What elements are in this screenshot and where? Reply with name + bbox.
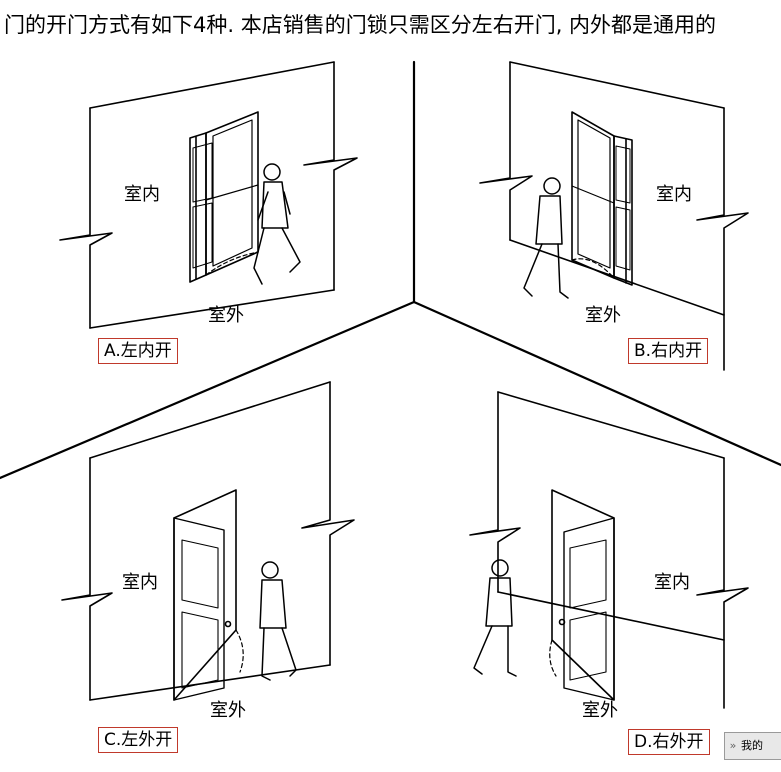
panel-c-outdoor-label: 室外 bbox=[210, 700, 246, 722]
person-b bbox=[524, 178, 568, 298]
panel-d-outdoor-label: 室外 bbox=[582, 700, 618, 722]
panel-b-indoor-label: 室内 bbox=[656, 184, 692, 206]
panel-d-indoor-label: 室内 bbox=[654, 572, 690, 594]
double-chevron-icon[interactable]: » bbox=[725, 733, 741, 759]
panel-b-caption: B.右内开 bbox=[628, 338, 708, 364]
person-d bbox=[474, 560, 516, 676]
corner-floating-tab[interactable]: »我的 bbox=[724, 732, 781, 760]
panel-a-scene bbox=[60, 62, 357, 328]
panel-d-scene bbox=[470, 392, 748, 708]
panel-c-caption: C.左外开 bbox=[98, 727, 178, 753]
panel-a-caption: A.左内开 bbox=[98, 338, 178, 364]
person-c bbox=[260, 562, 296, 680]
corner-tab-label: 我的 bbox=[741, 739, 763, 752]
quadrant-dividers bbox=[0, 62, 781, 478]
panel-b-outdoor-label: 室外 bbox=[585, 305, 621, 327]
panel-a-indoor-label: 室内 bbox=[124, 184, 160, 206]
panel-a-outdoor-label: 室外 bbox=[208, 305, 244, 327]
panel-d-caption: D.右外开 bbox=[628, 729, 710, 755]
person-a bbox=[254, 164, 300, 284]
panel-c-indoor-label: 室内 bbox=[122, 572, 158, 594]
panel-c-scene bbox=[62, 382, 354, 700]
